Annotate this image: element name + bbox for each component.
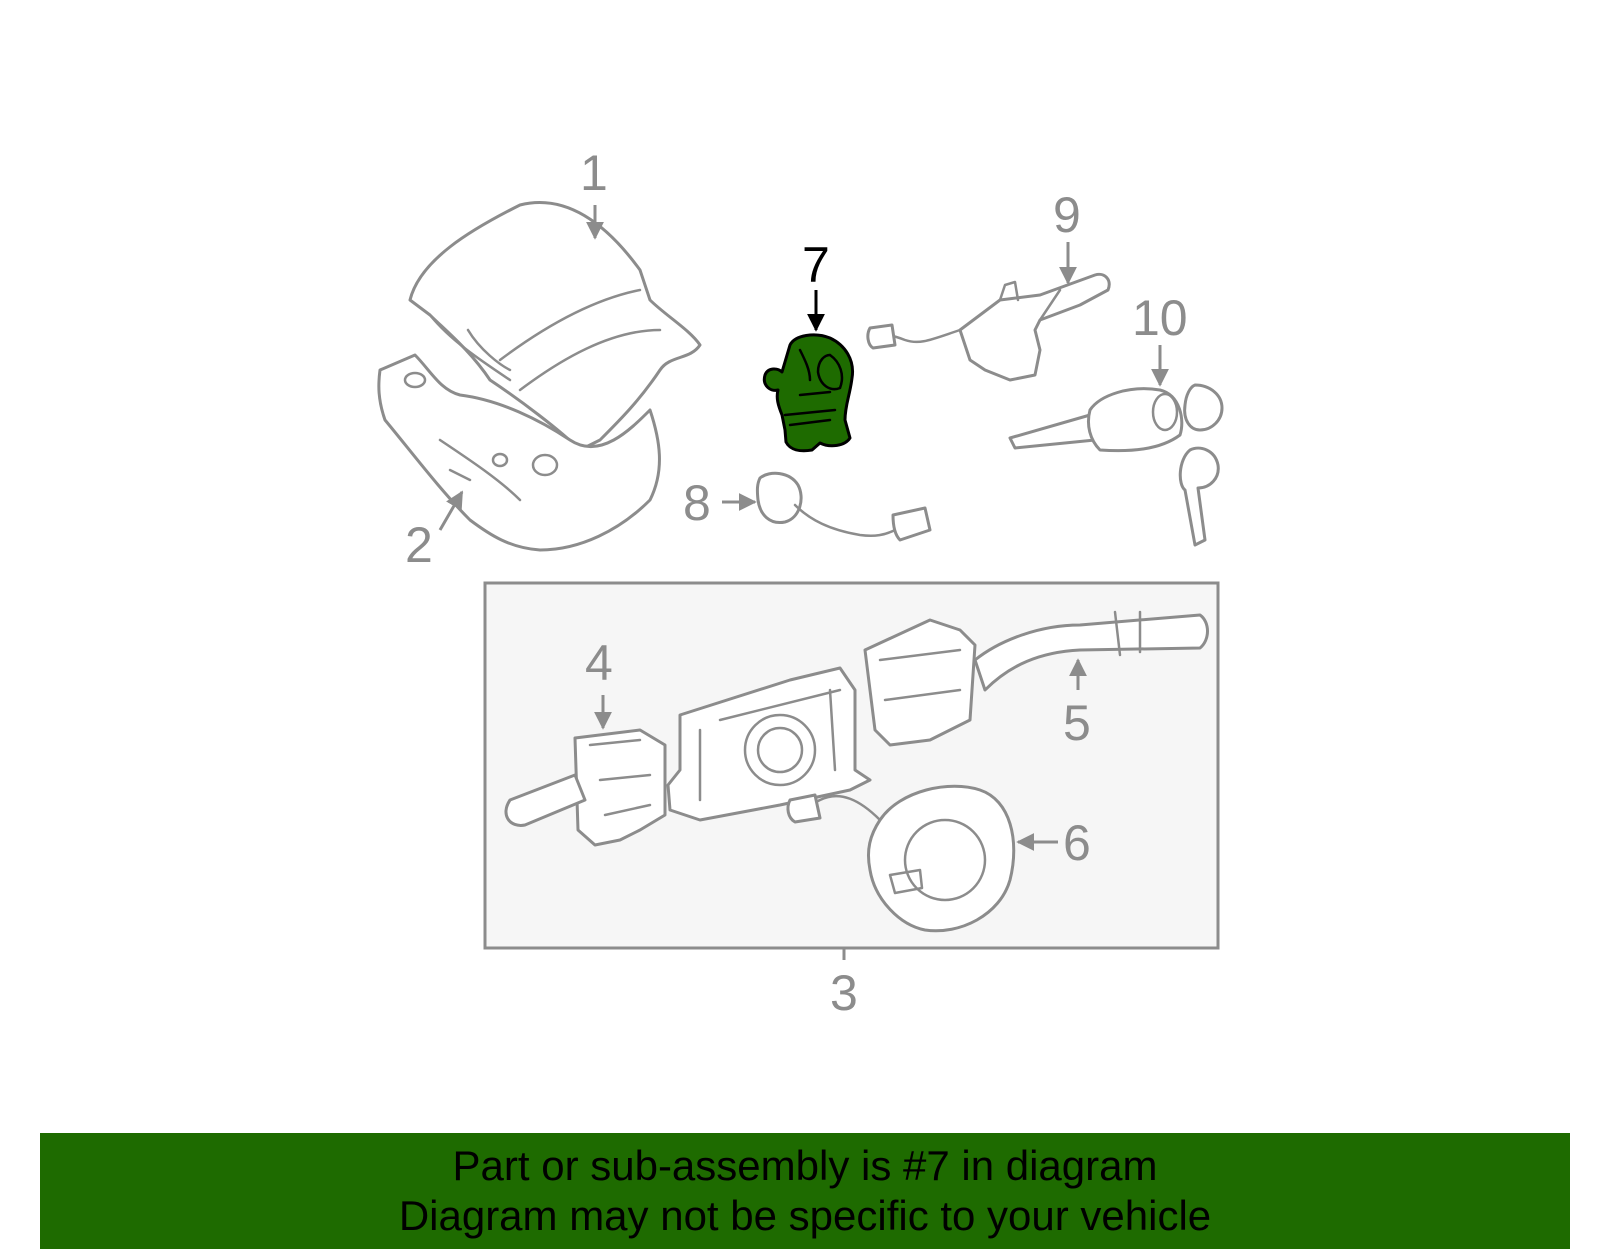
part-8-sensor[interactable] bbox=[755, 471, 932, 542]
part-4-wiper-switch[interactable] bbox=[504, 728, 667, 847]
callout-6: 6 bbox=[1063, 815, 1091, 871]
part-10-lock-cylinder-keys[interactable] bbox=[1008, 383, 1224, 547]
callout-3: 3 bbox=[830, 965, 858, 1021]
callout-4: 4 bbox=[585, 635, 613, 691]
callout-10: 10 bbox=[1132, 290, 1188, 346]
footer-line-1: Part or sub-assembly is #7 in diagram bbox=[452, 1142, 1158, 1189]
callout-7: 7 bbox=[802, 237, 830, 293]
footer-banner: Part or sub-assembly is #7 in diagram Di… bbox=[40, 1133, 1570, 1249]
part-7-ignition-switch[interactable] bbox=[762, 333, 855, 453]
callout-1: 1 bbox=[580, 145, 608, 201]
part-2-lower-column-cover[interactable] bbox=[377, 353, 661, 552]
switch-base-assembly[interactable] bbox=[666, 666, 872, 822]
callout-2: 2 bbox=[405, 517, 433, 573]
part-1-upper-column-cover[interactable] bbox=[408, 201, 702, 452]
callout-8: 8 bbox=[683, 475, 711, 531]
callout-9: 9 bbox=[1053, 187, 1081, 243]
callout-5: 5 bbox=[1063, 695, 1091, 751]
part-5-turn-signal-switch[interactable] bbox=[863, 610, 1209, 747]
footer-line-2: Diagram may not be specific to your vehi… bbox=[398, 1192, 1212, 1239]
leader-2 bbox=[438, 490, 464, 531]
part-9-switch-assembly[interactable] bbox=[866, 272, 1111, 382]
part-6-spiral-cable[interactable] bbox=[786, 784, 1016, 933]
